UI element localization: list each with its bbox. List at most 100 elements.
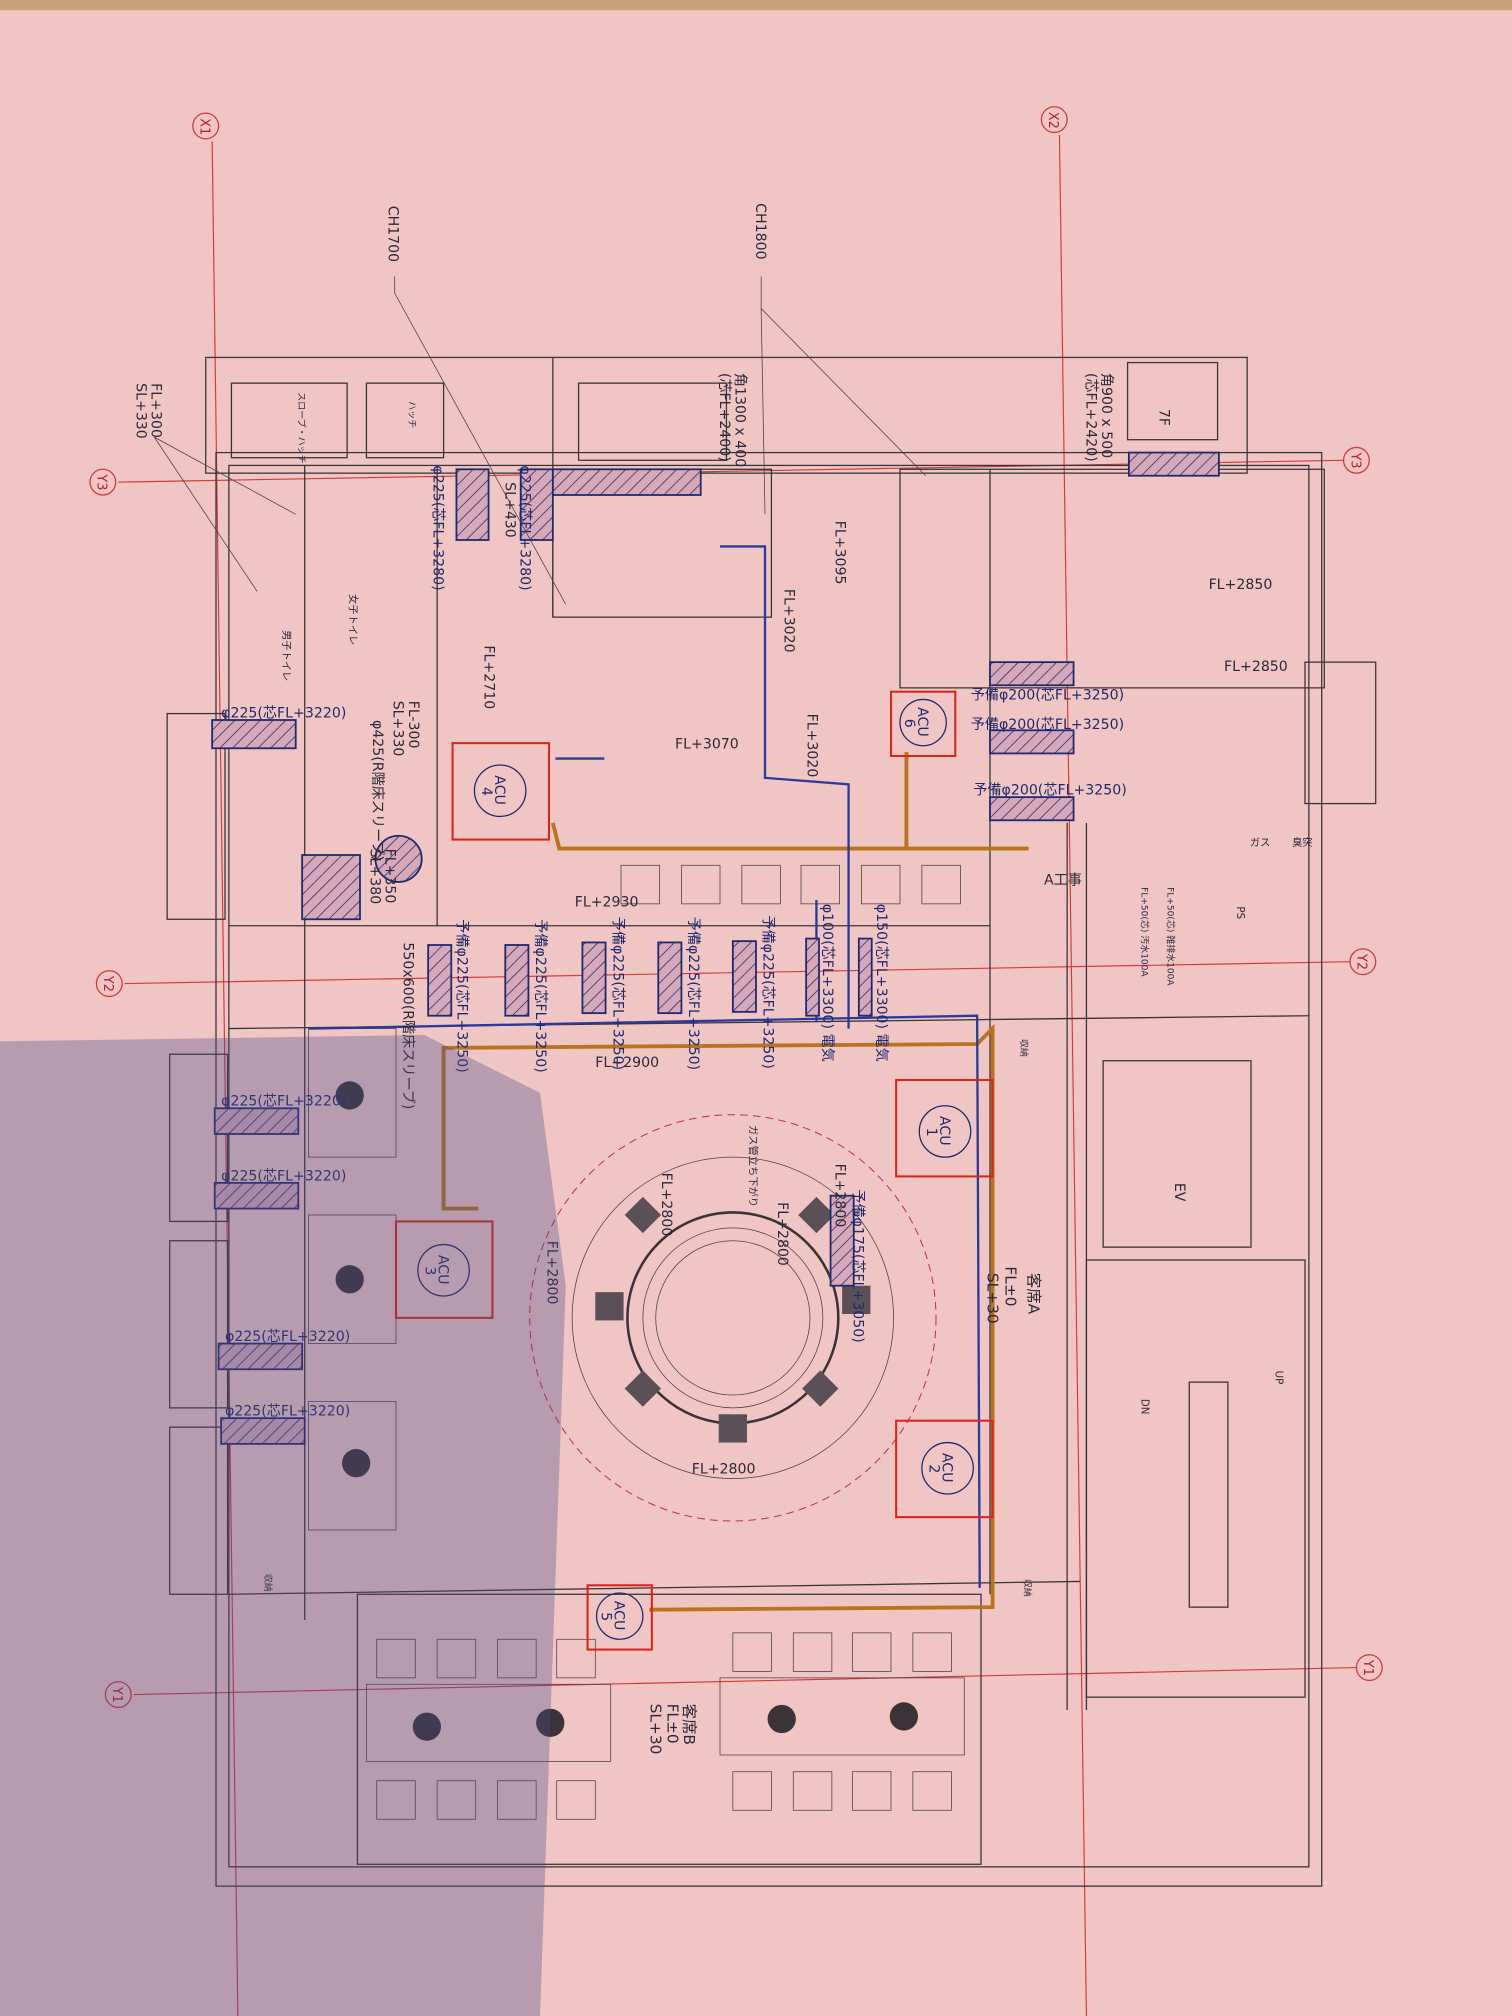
svg-text:FL+2850: FL+2850 (1209, 577, 1273, 593)
svg-text:臭突: 臭突 (1292, 836, 1313, 849)
svg-text:ACU: ACU (938, 1453, 954, 1483)
svg-text:Y2: Y2 (1354, 953, 1369, 970)
svg-text:SL+330: SL+330 (389, 701, 405, 757)
svg-text:FL±0: FL±0 (1001, 1266, 1019, 1306)
svg-text:A工事: A工事 (1044, 873, 1082, 889)
svg-text:4: 4 (478, 787, 494, 796)
svg-text:FL+50(芯) 汚水100A: FL+50(芯) 汚水100A (1139, 887, 1151, 977)
svg-text:FL+2710: FL+2710 (481, 645, 497, 709)
svg-text:角1300 x 400: 角1300 x 400 (731, 373, 747, 467)
svg-text:7F: 7F (1156, 409, 1172, 426)
ceiling-label-ch1800: CH1800 (752, 203, 768, 259)
svg-text:1: 1 (923, 1128, 939, 1137)
svg-text:ACU: ACU (434, 1255, 450, 1285)
svg-text:予備φ200(芯FL+3250): 予備φ200(芯FL+3250) (971, 717, 1124, 733)
svg-text:6: 6 (901, 719, 917, 728)
svg-text:FL±0: FL±0 (663, 1704, 681, 1744)
svg-text:φ225(芯FL+3220): φ225(芯FL+3220) (221, 705, 346, 721)
svg-text:φ225(芯FL+3220): φ225(芯FL+3220) (225, 1329, 350, 1345)
svg-text:φ225(芯FL+3220): φ225(芯FL+3220) (221, 1168, 346, 1184)
svg-text:ACU: ACU (936, 1116, 952, 1146)
svg-text:φ225(芯FL+3220): φ225(芯FL+3220) (221, 1094, 346, 1110)
svg-text:SL+330: SL+330 (132, 383, 148, 439)
svg-text:予備φ225(芯FL+3250): 予備φ225(芯FL+3250) (454, 919, 470, 1072)
svg-text:DN: DN (1139, 1399, 1151, 1415)
grid-marker-y1-left: Y1 (104, 1681, 132, 1709)
grid-marker-y2-right: Y2 (1349, 948, 1377, 976)
svg-text:Y3: Y3 (1347, 452, 1362, 469)
svg-text:角900 x 500: 角900 x 500 (1098, 373, 1114, 458)
svg-text:FL+3070: FL+3070 (675, 736, 739, 752)
svg-text:FL+3020: FL+3020 (780, 589, 796, 653)
svg-text:FL+2900: FL+2900 (595, 1055, 659, 1071)
svg-text:φ100(芯FL+3300) 電気: φ100(芯FL+3300) 電気 (819, 904, 835, 1062)
svg-text:FL+2800: FL+2800 (544, 1241, 560, 1305)
svg-text:予備φ225(芯FL+3250): 予備φ225(芯FL+3250) (685, 917, 701, 1070)
svg-text:550x600(R階床スリーブ): 550x600(R階床スリーブ) (400, 942, 417, 1109)
svg-text:ACU: ACU (611, 1601, 627, 1631)
svg-text:2: 2 (926, 1464, 942, 1473)
svg-text:FL+300: FL+300 (148, 383, 164, 438)
svg-text:FL+3020: FL+3020 (803, 714, 819, 778)
svg-text:φ225(芯FL+3280): φ225(芯FL+3280) (517, 465, 533, 590)
svg-text:3: 3 (422, 1266, 438, 1275)
svg-text:FL+2800: FL+2800 (774, 1202, 790, 1266)
svg-text:FL+2800: FL+2800 (832, 1164, 848, 1228)
svg-text:FL+3095: FL+3095 (832, 521, 848, 585)
svg-text:収納: 収納 (262, 1574, 274, 1592)
svg-text:FL+2930: FL+2930 (575, 894, 639, 910)
svg-text:FL+2800: FL+2800 (692, 1461, 756, 1477)
svg-text:予備φ225(芯FL+3250): 予備φ225(芯FL+3250) (609, 917, 625, 1070)
svg-text:予備φ225(芯FL+3250): 予備φ225(芯FL+3250) (760, 915, 776, 1068)
svg-text:Y2: Y2 (100, 975, 115, 992)
ceiling-label-ch1700: CH1700 (384, 206, 400, 262)
duct-openings (211, 451, 1220, 1445)
svg-text:収納: 収納 (1018, 1039, 1030, 1057)
svg-text:女子トイレ: 女子トイレ (347, 594, 360, 645)
paper-edge (0, 0, 1512, 11)
svg-text:UP: UP (1272, 1371, 1284, 1385)
grid-marker-x2: X2 (1040, 106, 1068, 134)
svg-text:客席A: 客席A (1025, 1273, 1043, 1315)
svg-text:φ425(R階床スリーブ): φ425(R階床スリーブ) (369, 720, 386, 861)
svg-text:(芯FL+2400): (芯FL+2400) (716, 373, 732, 462)
svg-text:Y3: Y3 (94, 473, 109, 490)
svg-text:φ225(芯FL+3220): φ225(芯FL+3220) (225, 1404, 350, 1420)
svg-text:SL+30: SL+30 (983, 1273, 1001, 1324)
svg-text:PS: PS (1234, 906, 1246, 919)
svg-text:X2: X2 (1045, 112, 1060, 129)
svg-text:ACU: ACU (914, 707, 930, 737)
svg-text:(芯FL+2420): (芯FL+2420) (1082, 373, 1098, 462)
svg-text:ガス管立ち下がり: ガス管立ち下がり (747, 1125, 760, 1207)
grid-marker-y1-right: Y1 (1355, 1654, 1383, 1682)
svg-text:5: 5 (598, 1612, 614, 1621)
svg-text:FL-300: FL-300 (405, 701, 421, 749)
photo-shadow (0, 1035, 566, 2016)
svg-text:FL+50(芯) 雑排水100A: FL+50(芯) 雑排水100A (1164, 887, 1176, 986)
svg-text:SL+380: SL+380 (366, 849, 382, 905)
svg-text:φ225(芯FL+3280): φ225(芯FL+3280) (429, 465, 445, 590)
svg-text:ACU: ACU (491, 775, 507, 805)
svg-text:予備φ200(芯FL+3250): 予備φ200(芯FL+3250) (973, 783, 1126, 799)
svg-text:予備φ225(芯FL+3250): 予備φ225(芯FL+3250) (532, 919, 548, 1072)
grid-markers: X1 X2 Y3 Y3 Y2 Y2 Y1 Y1 (89, 106, 1383, 1709)
svg-text:FL+350: FL+350 (382, 849, 398, 904)
svg-text:φ150(芯FL+3300) 電気: φ150(芯FL+3300) 電気 (873, 904, 889, 1062)
svg-text:収納: 収納 (1022, 1579, 1034, 1597)
leader-lines (153, 276, 926, 605)
grid-marker-y2-left: Y2 (95, 970, 123, 998)
svg-text:男子トイレ: 男子トイレ (280, 630, 292, 681)
svg-text:Y1: Y1 (109, 1686, 124, 1703)
svg-text:Y1: Y1 (1360, 1659, 1375, 1676)
grid-marker-y3-right: Y3 (1342, 446, 1370, 474)
svg-text:FL+2800: FL+2800 (658, 1173, 674, 1237)
svg-text:ハッチ: ハッチ (406, 401, 417, 428)
svg-text:FL+2850: FL+2850 (1224, 659, 1288, 675)
seating (335, 864, 961, 1820)
